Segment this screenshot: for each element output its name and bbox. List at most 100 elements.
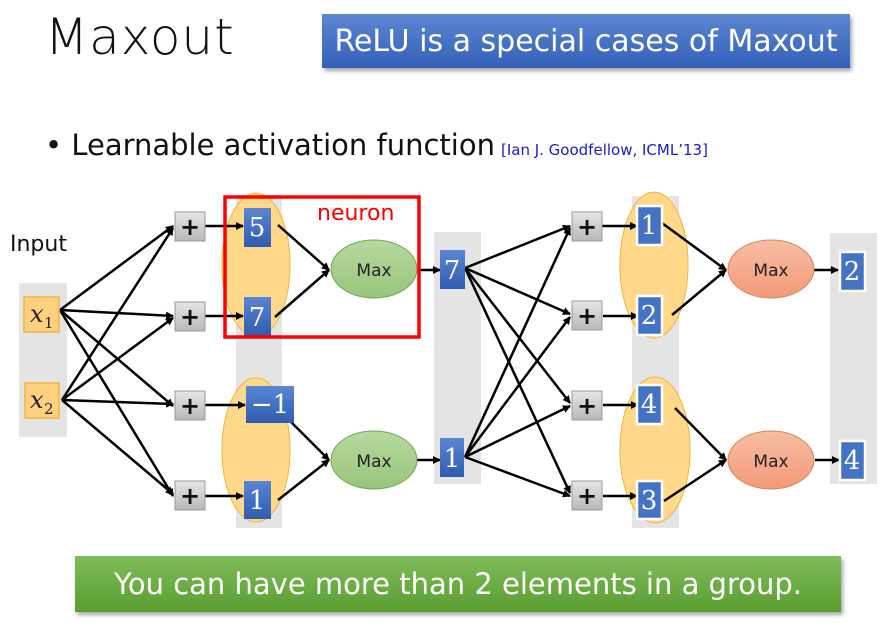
value-text: 1: [641, 211, 658, 241]
edge: [61, 316, 174, 402]
l2-value-node: 4: [635, 383, 664, 426]
max-ellipse: [727, 239, 815, 299]
plus-node: +: [174, 301, 206, 332]
plus-icon: +: [577, 302, 597, 330]
value-box: [635, 204, 664, 247]
value-text: 5: [249, 213, 266, 243]
value-text: 4: [641, 390, 658, 420]
value-text: 1: [444, 444, 461, 474]
edge: [464, 267, 571, 404]
edge: [464, 316, 571, 458]
plus-box: [571, 390, 603, 421]
max-node-l2: Max: [727, 430, 815, 490]
plus-node: +: [571, 480, 603, 511]
value-text: 4: [844, 446, 861, 476]
relu-callout: ReLU is a special cases of Maxout: [322, 14, 850, 68]
plus-node: +: [571, 211, 603, 242]
l1-output-node: 1: [440, 438, 464, 477]
l2-output-node: 2: [838, 250, 867, 293]
plus-icon: +: [577, 213, 597, 241]
plus-node: +: [174, 390, 206, 421]
plus-box: [571, 300, 603, 331]
plus-box: [174, 301, 206, 332]
value-text: 1: [249, 486, 266, 516]
value-to-max-edges-l2: [661, 221, 840, 503]
plus-icon: +: [180, 303, 200, 331]
value-box: [244, 208, 271, 247]
edge: [60, 227, 175, 401]
value-text: 7: [444, 256, 461, 286]
max-node-l1: Max: [330, 430, 418, 490]
input-symbol: x: [30, 386, 44, 414]
max-label: Max: [356, 261, 391, 281]
edge: [59, 309, 174, 407]
input-node-x1: x 1: [23, 296, 60, 333]
value-box: [440, 250, 465, 289]
edge: [464, 455, 571, 498]
input-box: [23, 296, 60, 333]
plus-box: [174, 480, 206, 511]
edge: [59, 308, 174, 320]
l1-value-node: 5: [244, 208, 271, 247]
plus-node: +: [174, 211, 206, 242]
input-subscript: 2: [44, 400, 54, 418]
max-ellipse: [727, 430, 815, 490]
input-symbol: x: [30, 300, 44, 328]
edge: [463, 227, 572, 458]
edge: [464, 266, 571, 316]
group-size-callout: You can have more than 2 elements in a g…: [75, 556, 841, 612]
slide-title: Maxout: [45, 8, 235, 66]
value-box: [838, 250, 867, 293]
plus-node: +: [571, 390, 603, 421]
max-node-l2: Max: [727, 239, 815, 299]
edge: [661, 221, 727, 272]
value-box: [838, 439, 867, 482]
plus-icon: +: [180, 213, 200, 241]
value-box: [244, 297, 271, 336]
input-subscript: 1: [44, 314, 54, 332]
value-text: 3: [641, 486, 658, 516]
edge: [274, 269, 330, 318]
edge: [61, 399, 174, 495]
max-label: Max: [753, 452, 788, 472]
plus-icon: +: [577, 392, 597, 420]
plus-to-value-edges-l2: [602, 222, 639, 500]
edge: [59, 224, 174, 312]
input-box: [24, 382, 60, 419]
plus-icon: +: [180, 482, 200, 510]
max-node-l1: Max: [330, 239, 418, 299]
plus-icon: +: [180, 392, 200, 420]
plus-box: [571, 211, 603, 242]
l1-value-node: 7: [244, 297, 271, 336]
bullet-point: • Learnable activation function[Ian J. G…: [45, 128, 708, 162]
l2-output-node: 4: [838, 439, 867, 482]
edge: [464, 404, 571, 459]
neuron-label: neuron: [317, 201, 394, 226]
l1-output-node: 7: [440, 250, 465, 289]
edge: [671, 269, 727, 316]
value-box: [635, 383, 664, 426]
input-edges: [58, 224, 175, 497]
l2-value-node: 3: [635, 479, 664, 521]
value-text: 7: [249, 303, 266, 333]
value-box: [635, 294, 664, 337]
input-label: Input: [10, 232, 67, 257]
plus-box: [571, 480, 603, 511]
plus-icon: +: [577, 482, 597, 510]
value-text: 2: [844, 257, 861, 287]
neuron-highlight-box: [223, 195, 421, 339]
value-text: 2: [641, 301, 658, 331]
l1-value-node: −1: [246, 386, 294, 423]
edge: [663, 458, 727, 503]
max-label: Max: [356, 452, 391, 472]
edge: [464, 224, 571, 270]
edge: [61, 398, 174, 408]
edge: [277, 224, 330, 271]
plus-box: [174, 211, 206, 242]
value-box: [440, 438, 464, 477]
value-box: [635, 479, 664, 521]
layer1-output-edges: [463, 224, 572, 498]
edge: [463, 267, 572, 494]
max-label: Max: [753, 261, 788, 281]
edge: [277, 459, 330, 501]
